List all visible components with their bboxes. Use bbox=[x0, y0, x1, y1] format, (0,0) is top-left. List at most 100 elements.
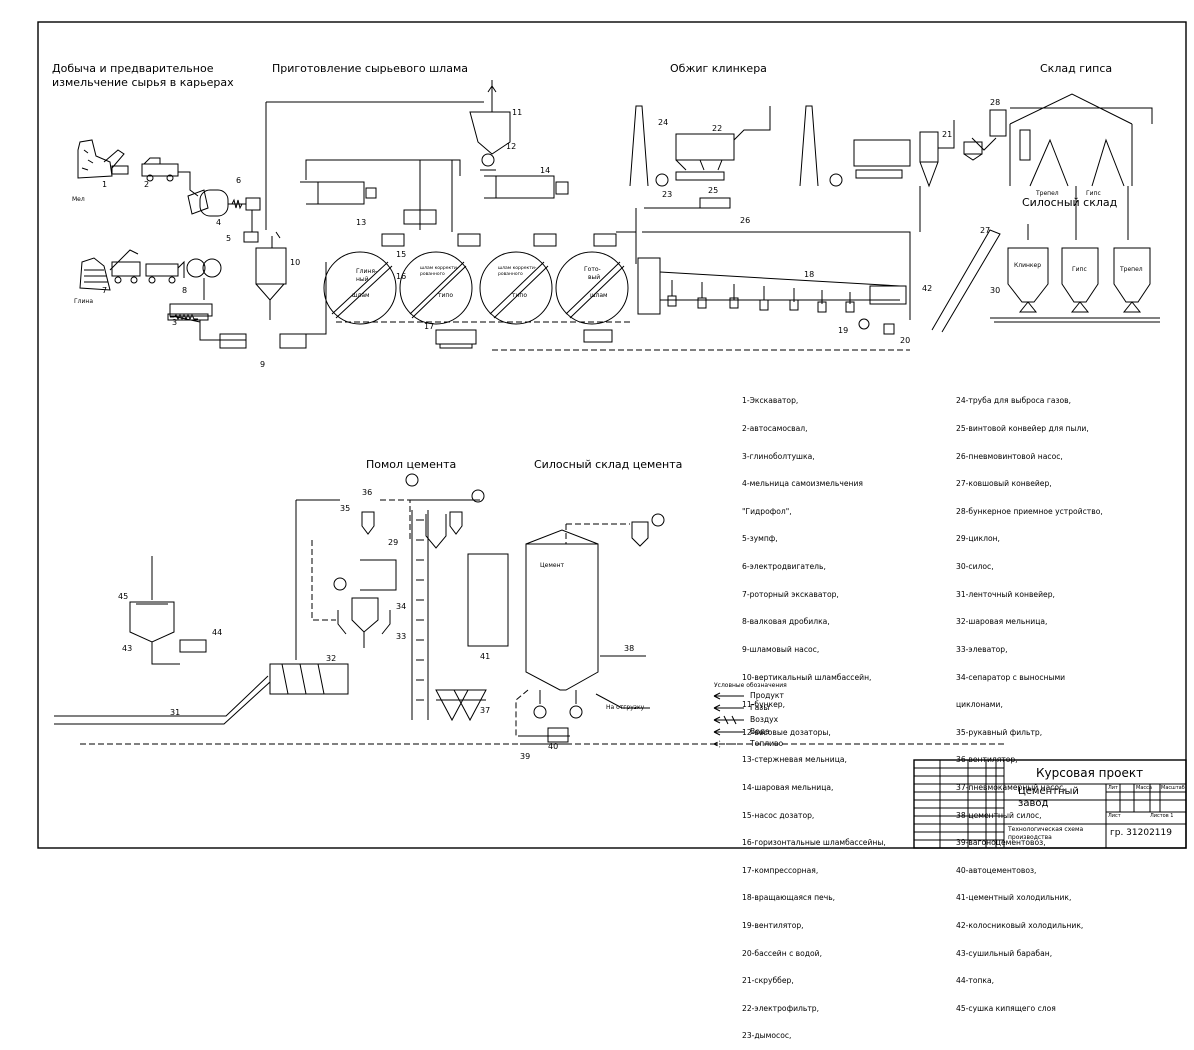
callout-15: 15 bbox=[396, 250, 407, 259]
callout-5: 5 bbox=[226, 234, 232, 243]
label-clay-slurry-1: Глиня- bbox=[356, 268, 378, 275]
callout-3: 3 bbox=[172, 318, 178, 327]
callout-44: 44 bbox=[212, 628, 223, 637]
callout-9: 9 bbox=[260, 360, 266, 369]
flow-legend-product: Продукт bbox=[750, 691, 784, 700]
title-block-group: гр. 31202119 bbox=[1110, 828, 1172, 838]
callout-19: 19 bbox=[838, 326, 849, 335]
title-cement-silo-store: Силосный склад цемента bbox=[534, 458, 683, 471]
callout-23: 23 bbox=[662, 190, 673, 199]
legend-item: 1-Экскаватор, bbox=[742, 396, 799, 406]
label-tripoli: Трепел bbox=[1036, 190, 1059, 197]
title-silo-store: Силосный склад bbox=[1022, 196, 1118, 209]
title-block-subject-1: Цементный bbox=[1018, 786, 1079, 797]
legend-item: 6-электродвигатель, bbox=[742, 562, 826, 572]
callout-31: 31 bbox=[170, 708, 181, 717]
drawing-frame bbox=[37, 21, 1187, 849]
legend-item: 14-шаровая мельница, bbox=[742, 782, 834, 792]
callout-13: 13 bbox=[356, 218, 367, 227]
callout-20: 20 bbox=[900, 336, 911, 345]
callout-35: 35 bbox=[340, 504, 351, 513]
title-gypsum-store: Склад гипса bbox=[1040, 62, 1113, 75]
label-clinker-silo: Клинкер bbox=[1014, 262, 1042, 269]
callout-25: 25 bbox=[708, 186, 719, 195]
equipment-legend-col1: 1-Экскаватор, 2-автосамосвал, 3-глинобол… bbox=[742, 378, 886, 1050]
legend-item: 31-ленточный конвейер, bbox=[956, 589, 1055, 599]
legend-item: 42-колосниковый холодильник, bbox=[956, 920, 1084, 930]
callout-33: 33 bbox=[396, 632, 407, 641]
silo-equipment bbox=[931, 93, 1160, 333]
callout-17: 17 bbox=[424, 322, 435, 331]
legend-item: 25-винтовой конвейер для пыли, bbox=[956, 424, 1089, 434]
legend-item: 30-силос, bbox=[956, 562, 994, 572]
title-slurry-prep: Приготовление сырьевого шлама bbox=[272, 62, 468, 75]
title-block-subject-2: завод bbox=[1018, 798, 1049, 809]
label-clay-slurry-2: ный bbox=[356, 276, 369, 283]
equipment-legend-col2: 24-труба для выброса газов, 25-винтовой … bbox=[956, 378, 1103, 1022]
flow-legend-fuel: Топливо bbox=[750, 739, 784, 748]
legend-item: 36-вентилятор, bbox=[956, 755, 1018, 765]
callout-27: 27 bbox=[980, 226, 991, 235]
legend-item: 33-элеватор, bbox=[956, 644, 1008, 654]
mining-equipment bbox=[77, 139, 261, 323]
legend-item: 13-стержневая мельница, bbox=[742, 755, 847, 765]
label-chalk: Мел bbox=[72, 196, 85, 203]
legend-item: 45-сушка кипящего слоя bbox=[956, 1003, 1056, 1013]
title-block-lit: Лит bbox=[1108, 785, 1118, 791]
legend-item: 20-бассейн с водой, bbox=[742, 948, 823, 958]
callout-4: 4 bbox=[216, 218, 222, 227]
legend-item: 37-пневмокамерный насос, bbox=[956, 782, 1066, 792]
legend-item: 16-горизонтальные шламбассейны, bbox=[742, 838, 886, 848]
callout-34: 34 bbox=[396, 602, 407, 611]
title-block-mass: Масса bbox=[1136, 785, 1152, 791]
callout-18: 18 bbox=[804, 270, 815, 279]
label-ready-2: вый bbox=[588, 274, 601, 281]
legend-item: 29-циклон, bbox=[956, 534, 1000, 544]
label-basin3-tipo: типо bbox=[512, 292, 527, 299]
legend-item: 8-валковая дробилка, bbox=[742, 617, 830, 627]
flow-lines bbox=[80, 321, 1004, 745]
callout-16: 16 bbox=[396, 272, 407, 281]
legend-item: 2-автосамосвал, bbox=[742, 424, 808, 434]
callout-42: 42 bbox=[922, 284, 933, 293]
legend-item: 41-цементный холодильник, bbox=[956, 893, 1072, 903]
legend-item: 18-вращающаяся печь, bbox=[742, 893, 836, 903]
label-gypsum-silo: Гипс bbox=[1072, 266, 1087, 273]
grinding-equipment bbox=[54, 473, 487, 725]
title-block-sheet: Лист bbox=[1108, 813, 1121, 819]
kiln-equipment bbox=[629, 105, 983, 335]
callout-2: 2 bbox=[144, 180, 150, 189]
label-clay: Глина bbox=[74, 298, 93, 305]
label-ready-3: шлам bbox=[590, 292, 608, 299]
callout-24: 24 bbox=[658, 118, 669, 127]
flow-legend-water: Вода bbox=[750, 727, 770, 736]
callout-30: 30 bbox=[990, 286, 1001, 295]
label-basin2: шлам корректи-рованного bbox=[420, 266, 459, 277]
callout-37: 37 bbox=[480, 706, 491, 715]
legend-item: 27-ковшовый конвейер, bbox=[956, 479, 1052, 489]
callout-10: 10 bbox=[290, 258, 301, 267]
callout-28: 28 bbox=[990, 98, 1001, 107]
title-mining-line2: измельчение сырья в карьерах bbox=[52, 76, 234, 89]
title-cement-grinding: Помол цемента bbox=[366, 458, 457, 471]
label-gypsum: Гипс bbox=[1086, 190, 1101, 197]
callout-12: 12 bbox=[506, 142, 517, 151]
title-block-sheets: Листов 1 bbox=[1150, 813, 1174, 819]
slurry-equipment bbox=[199, 80, 637, 349]
callout-29: 29 bbox=[388, 538, 399, 547]
callout-21: 21 bbox=[942, 130, 953, 139]
legend-item: 21-скруббер, bbox=[742, 976, 794, 986]
legend-item: 34-сепаратор с выносными bbox=[956, 672, 1066, 682]
process-flow-diagram bbox=[37, 21, 1187, 849]
callout-45: 45 bbox=[118, 592, 129, 601]
legend-item: 12-весовые дозаторы, bbox=[742, 727, 831, 737]
label-basin2-tipo: типо bbox=[438, 292, 453, 299]
callout-11: 11 bbox=[512, 108, 523, 117]
callout-39: 39 bbox=[520, 752, 531, 761]
legend-item: 11-бункер, bbox=[742, 700, 786, 710]
callout-7: 7 bbox=[102, 286, 108, 295]
label-basin3: шлам корректи-рованного bbox=[498, 266, 537, 277]
legend-item: 19-вентилятор, bbox=[742, 920, 804, 930]
callout-43: 43 bbox=[122, 644, 133, 653]
title-block-scale: Масштаб bbox=[1161, 785, 1185, 791]
